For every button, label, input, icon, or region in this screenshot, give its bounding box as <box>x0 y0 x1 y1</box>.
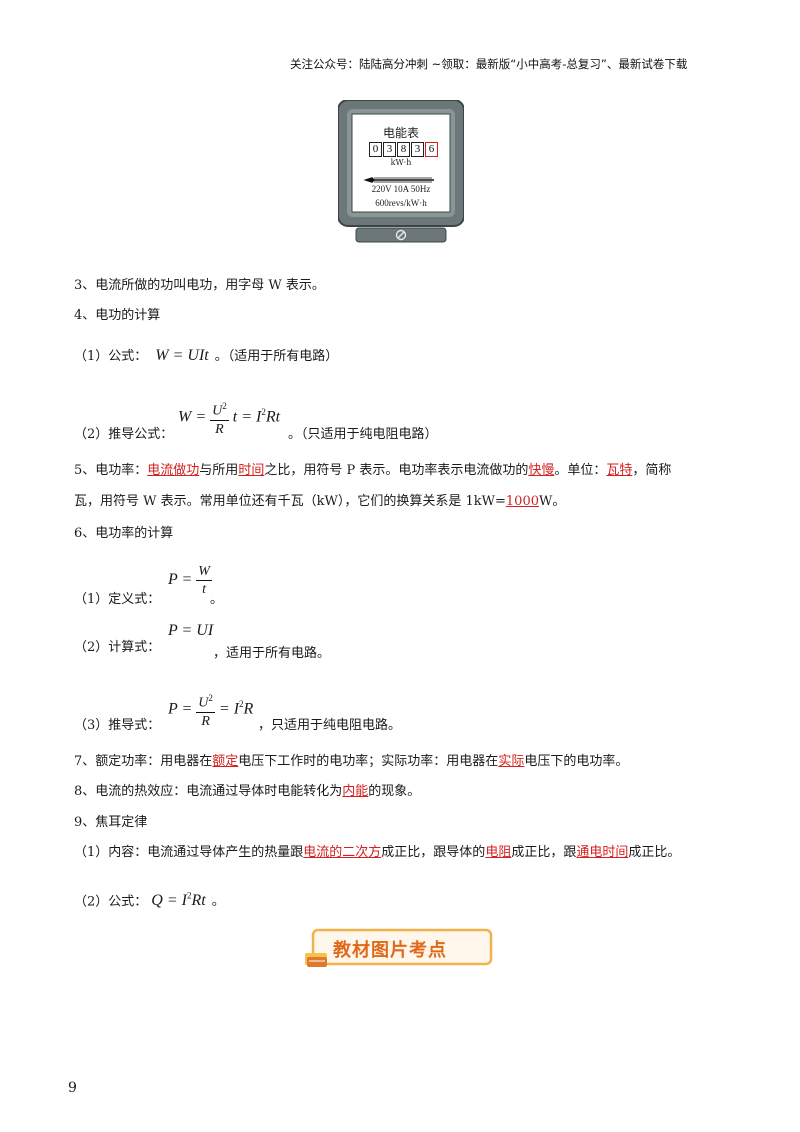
num-text: U <box>198 695 209 711</box>
item-7: 7、额定功率：用电器在额定电压下工作时的电功率；实际功率：用电器在实际电压下的电… <box>74 752 628 772</box>
text: 7、额定功率：用电器在 <box>74 754 213 769</box>
text: 与所用 <box>199 463 239 478</box>
blank-answer: 1000 <box>505 494 539 509</box>
numerator: W <box>196 564 212 581</box>
text: 5、电功率： <box>74 463 148 478</box>
note: 。（适用于所有电路） <box>214 349 339 364</box>
item-4-2-label: （2）推导公式： <box>74 427 174 442</box>
text: 的现象。 <box>368 784 421 799</box>
w-lhs: W = <box>178 408 207 426</box>
blank-answer: 实际 <box>498 754 525 769</box>
text: 。单位： <box>554 463 607 478</box>
text: 成正比，跟 <box>511 845 577 860</box>
text: W。 <box>539 494 566 509</box>
item-6-3-label: （3）推导式： <box>74 718 161 733</box>
meter-unit: kW·h <box>390 158 412 167</box>
item-6-1-label: （1）定义式： <box>74 592 161 607</box>
p-lhs: P = <box>168 700 193 718</box>
exponent: 2 <box>239 699 244 710</box>
blank-answer: 电阻 <box>485 845 512 860</box>
exponent: 2 <box>186 891 192 901</box>
page-number: 9 <box>68 1080 77 1096</box>
text: 瓦，用符号 W 表示。常用单位还有千瓦（kW），它们的换算关系是 1kW= <box>74 494 506 509</box>
text: 8、电流的热效应：电流通过导体时电能转化为 <box>74 784 343 799</box>
text: ，简称 <box>632 463 672 478</box>
w-tail: Rt <box>265 408 281 426</box>
numerator: U2 <box>196 690 215 713</box>
item-4-2-note: 。（只适用于纯电阻电路） <box>288 427 438 442</box>
item-9-heading: 9、焦耳定律 <box>74 815 148 830</box>
label: （1）公式： <box>74 349 148 364</box>
item-3: 3、电流所做的功叫电功，用字母 W 表示。 <box>74 278 325 293</box>
meter-digit: 8 <box>397 142 410 157</box>
item-6-2-note: ，适用于所有电路。 <box>213 646 331 661</box>
meter-digit: 0 <box>369 142 382 157</box>
p-tail: R <box>243 700 254 718</box>
item-9-1: （1）内容：电流通过导体产生的热量跟电流的二次方成正比，跟导体的电阻成正比，跟通… <box>74 843 680 863</box>
page-header: 关注公众号：陆陆高分冲刺 ~领取：最新版“小中高考-总复习”、最新试卷下载 <box>290 57 688 71</box>
blank-answer: 快慢 <box>528 463 555 478</box>
item-6-1-note: 。 <box>210 592 224 607</box>
meter-digit: 3 <box>383 142 396 157</box>
meter-revs: 600revs/kW·h <box>375 198 427 208</box>
denominator: t <box>202 582 207 597</box>
q-lhs: Q = I <box>151 892 187 910</box>
denominator: R <box>215 421 224 437</box>
meter-spec: 220V 10A 50Hz <box>371 184 431 194</box>
blank-answer: 内能 <box>342 784 369 799</box>
meter-title: 电能表 <box>382 126 419 140</box>
blank-answer: 电流的二次方 <box>303 845 382 860</box>
q-tail: Rt <box>191 892 206 910</box>
exponent: 2 <box>222 401 227 411</box>
item-6-2-label: （2）计算式： <box>74 640 161 655</box>
blank-answer: 时间 <box>238 463 265 478</box>
p-lhs: P = <box>168 571 193 589</box>
p-rest: = I <box>218 700 240 718</box>
text: 之比，用符号 P 表示。电功率表示电流做功的 <box>264 463 529 478</box>
banner-title: 教材图片考点 <box>333 940 447 961</box>
exponent: 2 <box>208 693 213 703</box>
num-text: U <box>212 403 223 419</box>
meter-digit: 3 <box>411 142 424 157</box>
item-6-heading: 6、电功率的计算 <box>74 526 174 541</box>
blank-answer: 通电时间 <box>576 845 629 860</box>
item-5-line-2: 瓦，用符号 W 表示。常用单位还有千瓦（kW），它们的换算关系是 1kW=100… <box>74 492 565 512</box>
text: 电压下工作时的电功率；实际功率：用电器在 <box>238 754 499 769</box>
formula-w-uit: W = UIt <box>155 347 209 364</box>
text: 成正比。 <box>628 845 681 860</box>
text: （1）内容：电流通过导体产生的热量跟 <box>74 845 304 860</box>
exponent: 2 <box>261 407 266 418</box>
note: 。 <box>211 894 225 910</box>
item-6-3-note: ，只适用于纯电阻电路。 <box>258 718 402 733</box>
denominator: R <box>201 713 210 729</box>
item-4-1: （1）公式： W = UIt 。（适用于所有电路） <box>74 346 338 367</box>
formula-q: Q = I2Rt <box>151 891 206 910</box>
item-8: 8、电流的热效应：电流通过导体时电能转化为内能的现象。 <box>74 782 420 802</box>
formula-p-ui: P = UI <box>168 622 214 639</box>
meter-digit: 6 <box>425 142 438 157</box>
section-banner: 教材图片考点 <box>305 927 495 971</box>
numerator: U2 <box>210 398 229 421</box>
label: （2）公式： <box>74 894 148 910</box>
item-5-line-1: 5、电功率：电流做功与所用时间之比，用符号 P 表示。电功率表示电流做功的快慢。… <box>74 461 671 481</box>
blank-answer: 额定 <box>212 754 239 769</box>
text: 成正比，跟导体的 <box>381 845 486 860</box>
w-rest: t = I <box>232 408 262 426</box>
item-9-2: （2）公式：Q = I2Rt 。 <box>74 886 225 912</box>
text: 电压下的电功率。 <box>524 754 629 769</box>
blank-answer: 瓦特 <box>606 463 633 478</box>
item-4-heading: 4、电功的计算 <box>74 308 161 323</box>
blank-answer: 电流做功 <box>147 463 200 478</box>
